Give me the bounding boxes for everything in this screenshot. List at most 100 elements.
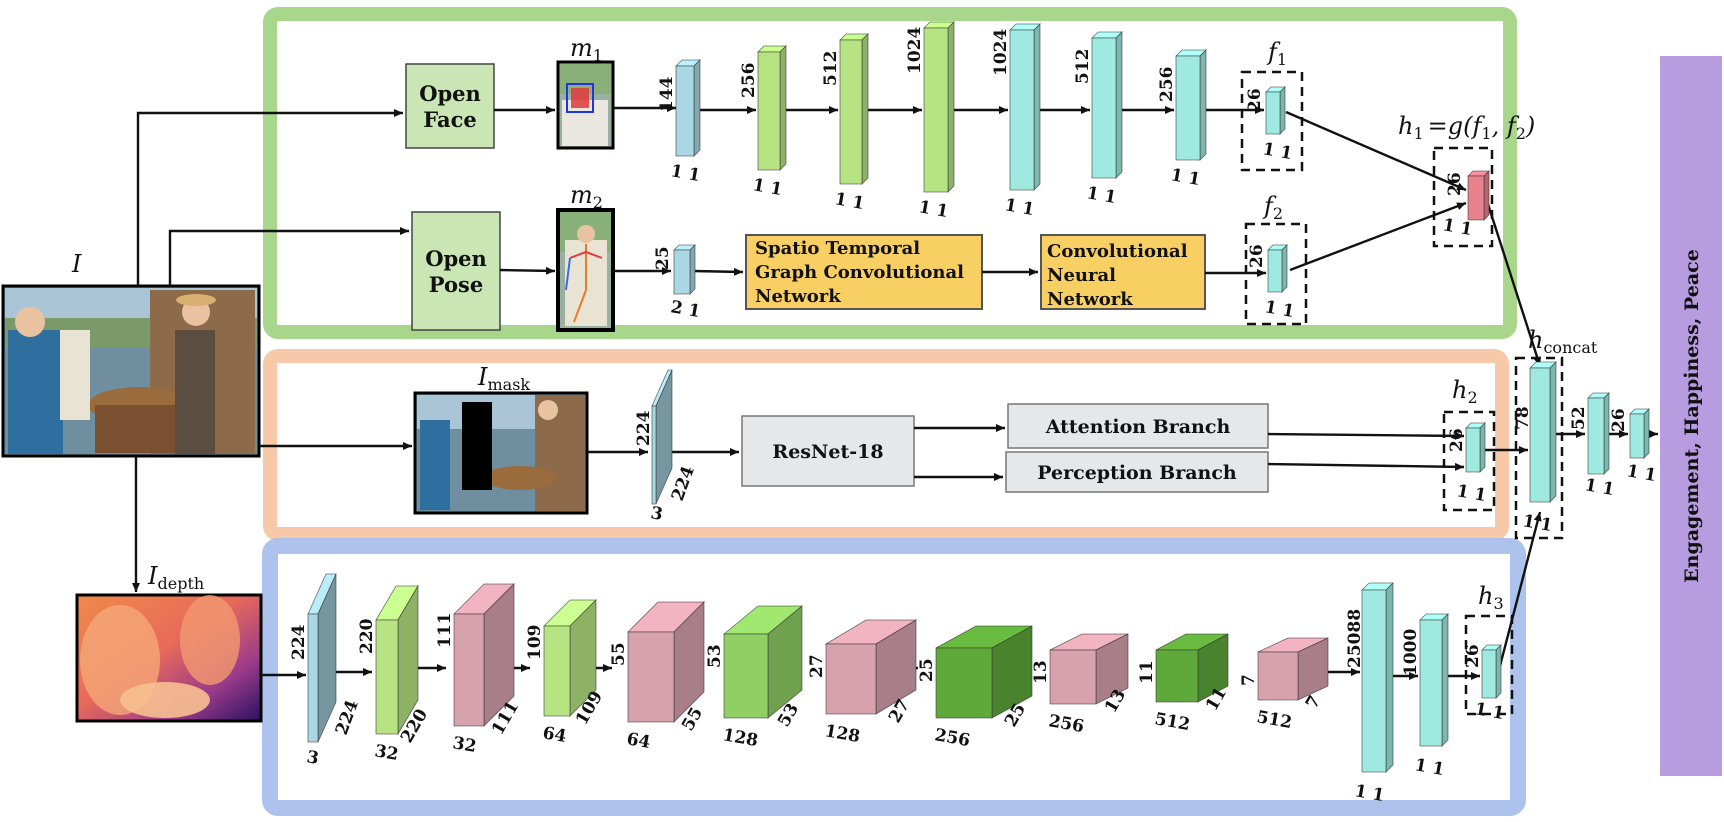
depth-layer-4-front	[627, 631, 675, 723]
mask-input-c: 3	[649, 503, 664, 525]
f1-block	[1265, 86, 1286, 135]
depth-input-c: 3	[305, 747, 320, 769]
depth-layer-4	[627, 601, 705, 723]
openface-box: Open Face	[405, 63, 495, 149]
depth-layer-10-c: 512	[1255, 707, 1293, 733]
f1-block-side	[1279, 86, 1286, 135]
h2-size: 26	[1447, 428, 1467, 452]
depth-layer-1	[375, 584, 419, 736]
face-block-2-front	[757, 51, 781, 171]
face-block-6-front	[1091, 37, 1117, 179]
h2-block-front	[1465, 427, 1481, 473]
pose-block-bottom: 2 1	[669, 297, 702, 322]
depth-layer-9	[1155, 633, 1229, 703]
h3-block	[1481, 644, 1502, 699]
pose-block	[673, 244, 696, 295]
face-block-3-side	[861, 33, 869, 185]
depth-layer-5-front	[723, 633, 769, 719]
depth-layer-1-front	[375, 619, 399, 735]
depth-layer-5-h: 53	[705, 644, 725, 668]
depth-fc2-block	[1419, 613, 1449, 747]
face-block-5-front	[1009, 29, 1035, 191]
depth-layer-3-c: 64	[541, 723, 568, 747]
face-block-2-size: 256	[739, 63, 759, 99]
fc1-block	[1587, 392, 1610, 475]
f2-block	[1267, 244, 1288, 293]
fc2-block	[1629, 408, 1650, 459]
face-block-3-front	[839, 39, 863, 185]
m2-label: m2	[570, 181, 603, 212]
depth-layer-6-h: 27	[807, 654, 827, 678]
fc2-block-side	[1643, 408, 1650, 459]
face-block-1	[675, 59, 701, 157]
face-block-2	[757, 45, 787, 171]
mask-input-block	[651, 369, 673, 505]
fc1-block-front	[1587, 397, 1605, 475]
face-block-7-side	[1199, 49, 1207, 161]
h3-size: 26	[1463, 644, 1483, 668]
resnet-label: ResNet-18	[772, 441, 883, 463]
connectors	[132, 104, 1658, 680]
depth-layer-3	[543, 599, 597, 717]
stgcn-label-line2: Graph Convolutional	[755, 262, 964, 283]
depth-image-label: Idepth	[147, 562, 204, 593]
pose-block-side	[689, 244, 696, 295]
face-block-3-bottom: 1 1	[833, 189, 866, 214]
openface-label-line2: Face	[423, 107, 477, 132]
depth-input-block	[307, 573, 337, 743]
group-face-pose	[263, 7, 1517, 339]
hconcat-bottom: 1 1	[1521, 511, 1554, 536]
fc2-size: 26	[1609, 408, 1629, 432]
depth-layer-4-c: 64	[625, 729, 652, 753]
depth-layer-10-h: 7	[1239, 674, 1259, 686]
depth-layer-5-c: 128	[721, 725, 759, 751]
depth-layer-9-c: 512	[1153, 709, 1191, 735]
h3-label: h3	[1478, 582, 1504, 613]
depth-fc2-block-front	[1419, 619, 1443, 747]
output-label: Engagement, Happiness, Peace	[1681, 249, 1703, 583]
face-block-4-front	[923, 27, 949, 193]
face-block-5	[1009, 23, 1041, 191]
face-block-6-bottom: 1 1	[1085, 183, 1118, 208]
face-block-6	[1091, 31, 1123, 179]
face-block-7	[1175, 49, 1207, 161]
attention-branch-label: Attention Branch	[1045, 416, 1231, 438]
depth-layer-8-c: 256	[1047, 711, 1085, 737]
f1-size: 26	[1245, 88, 1265, 112]
perception-branch-label: Perception Branch	[1037, 462, 1237, 484]
mask-image	[413, 391, 589, 515]
face-block-5-bottom: 1 1	[1003, 195, 1036, 220]
cnn-box: Convolutional Neural Network	[1040, 234, 1206, 310]
depth-layer-3-front	[543, 625, 571, 717]
h3-block-side	[1495, 644, 1502, 699]
stgcn-label-line3: Network	[755, 286, 841, 307]
h2-dashed-box	[1442, 410, 1496, 512]
depth-fc2-size: 1000	[1401, 629, 1421, 676]
openface-label-line1: Open	[419, 81, 481, 106]
face-block-6-side	[1115, 31, 1123, 179]
cnn-label-line3: Network	[1047, 289, 1133, 310]
resnet-box: ResNet-18	[741, 415, 915, 487]
fc2-bottom: 1 1	[1625, 461, 1658, 486]
h1-label: h1=g(f1, f2)	[1398, 112, 1535, 143]
depth-layer-7-front	[935, 647, 993, 719]
h3-block-front	[1481, 649, 1497, 699]
perception-branch-box: Perception Branch	[1005, 451, 1269, 493]
tensor-volumes	[307, 21, 1650, 773]
h2-block-side	[1479, 422, 1486, 473]
f2-block-front	[1267, 249, 1283, 293]
h1-size: 26	[1445, 172, 1465, 196]
pose-thumbnail	[556, 208, 615, 332]
depth-layer-9-h: 11	[1137, 660, 1157, 684]
cnn-label-line1: Convolutional	[1047, 241, 1188, 262]
mask-image-label: Imask	[477, 363, 530, 394]
depth-layer-2	[453, 583, 515, 727]
attention-branch-box: Attention Branch	[1007, 403, 1269, 449]
face-block-7-size: 256	[1157, 67, 1177, 103]
hconcat-size: 78	[1513, 406, 1533, 430]
h2-block	[1465, 422, 1486, 473]
depth-layer-1-c: 32	[373, 741, 400, 765]
depth-layer-2-front	[453, 613, 485, 727]
stgcn-box: Spatio Temporal Graph Convolutional Netw…	[745, 234, 983, 310]
